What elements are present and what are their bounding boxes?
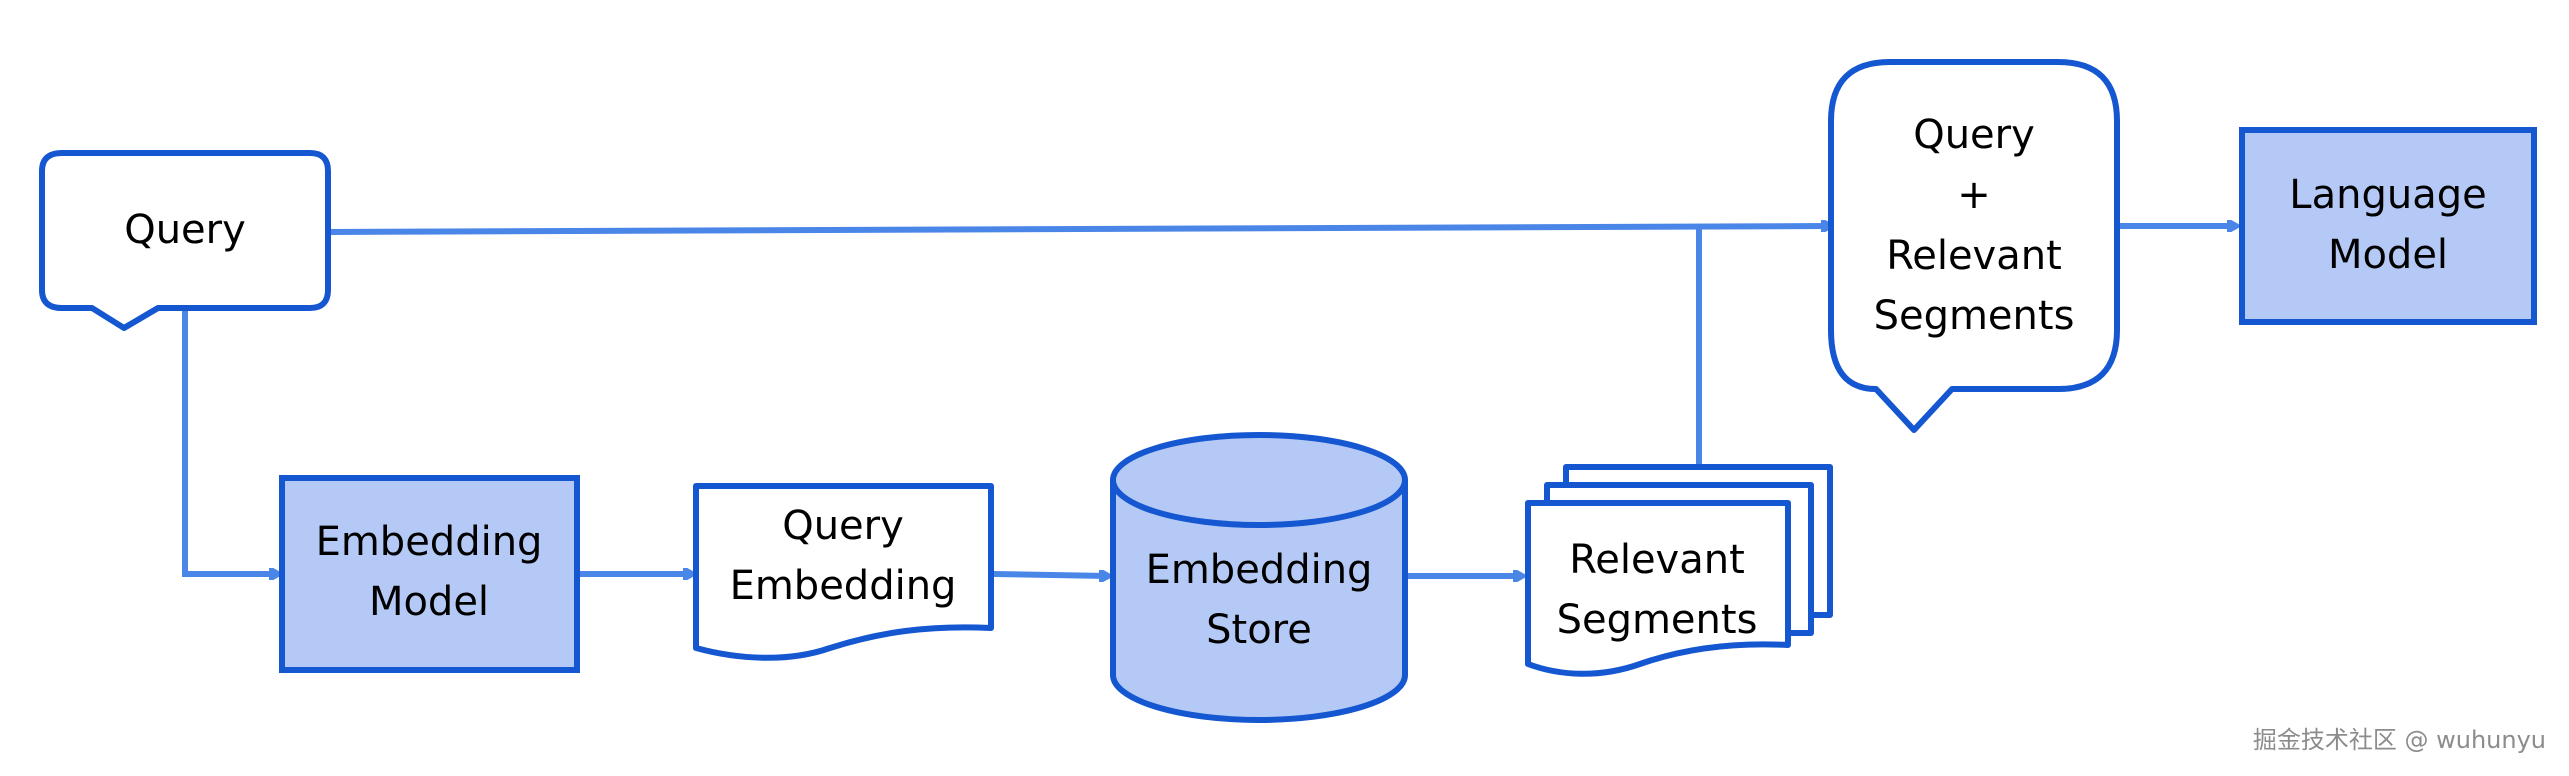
embedding-model-rect: [279, 475, 580, 673]
embedding-store-label-line1: Embedding: [1146, 547, 1373, 593]
arrow-query-embedding-to-store: [992, 574, 1108, 576]
relevant-segments-label-line1: Relevant: [1569, 537, 1745, 583]
combined-label-line1: Query: [1913, 112, 2035, 158]
combined-label-line2: +: [1957, 172, 1991, 218]
combined-bubble-shape: [1828, 59, 2120, 433]
query-bubble-shape: [39, 150, 331, 331]
embedding-store-cylinder: Embedding Store: [1110, 432, 1408, 723]
embedding-store-body: [1110, 480, 1408, 723]
language-model-label-line2: Model: [2328, 232, 2448, 278]
embedding-store-top: [1110, 432, 1408, 528]
relevant-segments-stack: Relevant Segments: [1525, 464, 1833, 677]
query-bubble: Query: [39, 150, 331, 331]
watermark-text: 掘金技术社区 @ wuhunyu: [2253, 726, 2546, 754]
combined-bubble: Query + Relevant Segments: [1828, 59, 2120, 433]
language-model-rect: [2239, 127, 2537, 325]
query-bubble-label: Query: [124, 207, 246, 253]
language-model-box: Language Model: [2239, 127, 2537, 325]
query-embedding-label-line1: Query: [782, 503, 904, 549]
language-model-label-line1: Language: [2289, 172, 2486, 218]
segments-front-sheet: [1525, 500, 1791, 677]
arrow-query-to-embedding-model: [182, 308, 278, 574]
relevant-segments-label-line2: Segments: [1557, 597, 1758, 643]
query-embedding-label-line2: Embedding: [730, 563, 957, 609]
query-embedding-document: Query Embedding: [693, 483, 994, 661]
embedding-store-label-line2: Store: [1206, 607, 1312, 653]
embedding-model-label-line2: Model: [369, 579, 489, 625]
arrow-query-to-combined: [329, 226, 1830, 235]
query-embedding-shape: [693, 483, 994, 661]
connectors: [182, 226, 2236, 576]
embedding-model-label-line1: Embedding: [316, 519, 543, 565]
combined-label-line4: Segments: [1874, 293, 2075, 339]
embedding-model-box: Embedding Model: [279, 475, 580, 673]
combined-label-line3: Relevant: [1886, 233, 2062, 279]
